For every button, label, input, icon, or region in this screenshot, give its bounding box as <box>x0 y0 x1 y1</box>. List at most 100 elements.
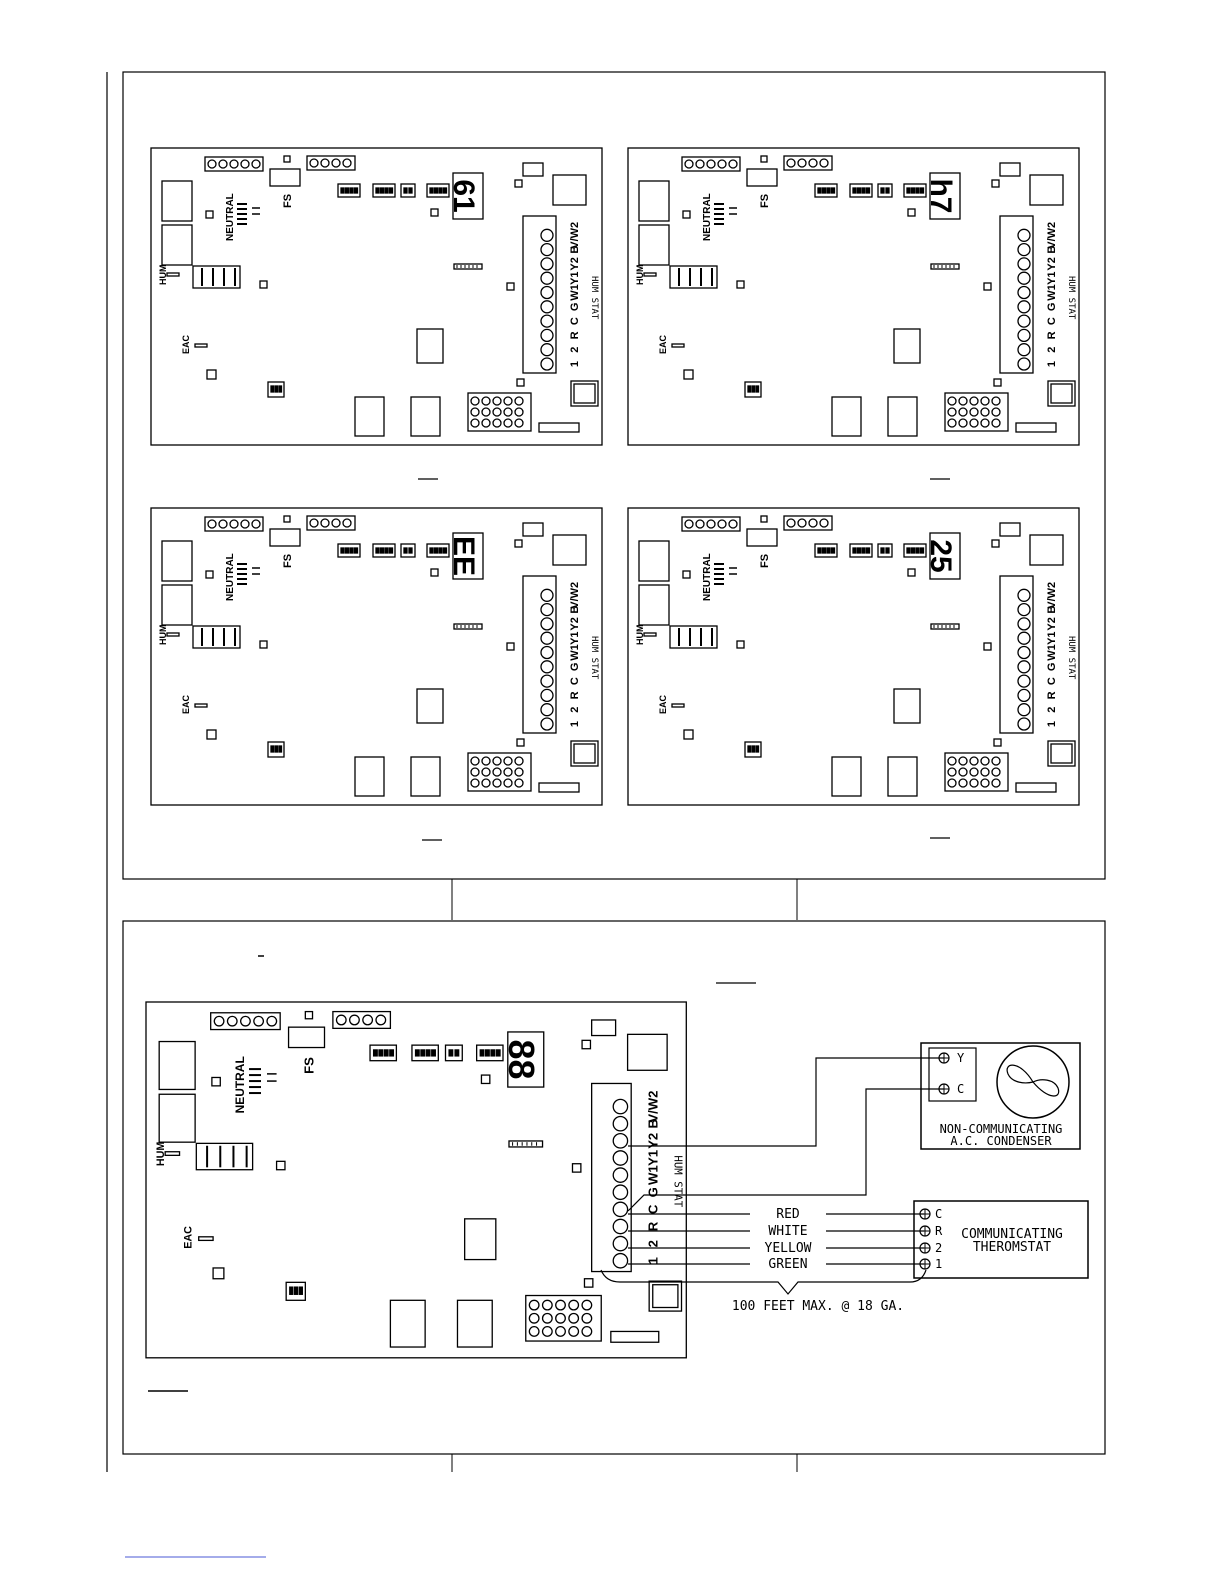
dip-switch-pin <box>919 187 925 194</box>
component-block <box>416 328 444 364</box>
test-pad <box>736 640 745 649</box>
molex-connector <box>467 752 532 792</box>
connector-4-pin <box>783 515 833 531</box>
molex-pin <box>991 396 1001 406</box>
molex-pin <box>492 767 502 777</box>
dip-switch-pin <box>479 1049 485 1057</box>
connector-pin <box>717 159 727 169</box>
molex-pin <box>481 418 491 428</box>
humstat-label: HUM STAT <box>589 276 599 320</box>
terminal-screw <box>1017 660 1031 674</box>
connector-pin <box>706 519 716 529</box>
terminal-label-2: R <box>569 691 581 699</box>
molex-pin <box>568 1326 580 1337</box>
condenser-terminal-block <box>928 1047 977 1102</box>
test-pad <box>506 282 515 291</box>
hum-terminal <box>166 632 180 637</box>
molex-pin <box>481 778 491 788</box>
terminal-label-7: Y2 <box>1046 257 1058 270</box>
wire-bundle-brace <box>600 1269 927 1295</box>
test-pad <box>683 369 694 380</box>
dip-switch-pin <box>274 385 279 393</box>
connector-pin <box>349 1014 360 1026</box>
eac-terminal <box>671 703 685 708</box>
test-pad <box>907 568 916 577</box>
dip-switch-pin <box>433 187 439 194</box>
terminal-label-7: Y2 <box>569 617 581 630</box>
dip-switch-pin <box>293 1286 299 1295</box>
rj-connector <box>570 740 599 767</box>
connector-pin <box>207 519 217 529</box>
humstat-label: HUM STAT <box>671 1155 684 1207</box>
molex-pin <box>470 756 480 766</box>
condenser-label-2: A.C. CONDENSER <box>950 1134 1052 1148</box>
dip-switch-pin <box>751 745 756 753</box>
molex-pin <box>991 407 1001 417</box>
molex-pin <box>492 778 502 788</box>
molex-pin <box>503 418 513 428</box>
status-display <box>929 532 961 580</box>
relay-hum <box>161 540 193 582</box>
molex-pin <box>991 778 1001 788</box>
dip-switch-3 <box>267 741 285 758</box>
dip-switch-pin <box>454 1049 460 1057</box>
wire-c-to-condenser-c <box>627 1088 944 1212</box>
dip-switch-pin <box>353 187 359 194</box>
molex-pin <box>969 767 979 777</box>
molex-pin <box>481 396 491 406</box>
dip-switch-pin <box>270 745 275 753</box>
test-pad <box>283 515 291 523</box>
dip-switch-pin <box>495 1049 501 1057</box>
rj-connector <box>1047 740 1076 767</box>
terminal-screw <box>612 1201 629 1218</box>
terminal-label-0: 1 <box>646 1257 661 1264</box>
connector-pin <box>342 158 352 168</box>
molex-pin <box>947 396 957 406</box>
terminal-label-6: Y1 <box>1046 631 1058 644</box>
terminal-label-5: W1 <box>569 644 581 661</box>
terminal-label-8: B <box>1046 246 1058 254</box>
thermostat-box <box>913 1200 1089 1279</box>
terminal-label-1: 2 <box>569 347 581 353</box>
wire-color-label: YELLOW <box>765 1241 812 1256</box>
connector-pin <box>309 158 319 168</box>
dip-switch-pin <box>817 547 822 554</box>
hum-label: HUM <box>158 625 168 646</box>
molex-pin <box>528 1326 540 1337</box>
wire-y1-to-condenser-y <box>628 1057 944 1147</box>
dip-switch-pin <box>852 187 857 194</box>
connector-pin <box>342 518 352 528</box>
fs-label: FS <box>282 194 294 208</box>
condenser-terminal-y-label: Y <box>957 1051 965 1065</box>
dip-switch-pin <box>340 187 345 194</box>
status-display-code: 88 <box>501 1040 542 1080</box>
connector-pin <box>253 1015 265 1027</box>
chip <box>930 623 960 630</box>
connector-pin <box>797 158 807 168</box>
connector-5-pin <box>204 156 264 172</box>
terminal-label-8: B <box>1046 606 1058 614</box>
dip-switch-pin <box>414 1049 420 1057</box>
test-pad <box>205 210 214 219</box>
dip-switch-pin <box>448 1049 454 1057</box>
fuse-holder <box>195 1142 254 1171</box>
molex-pin <box>991 767 1001 777</box>
connector-pin <box>251 519 261 529</box>
terminal-screw <box>540 674 554 688</box>
test-pad <box>571 1163 582 1173</box>
dip-switch-pin <box>856 187 862 194</box>
terminal-screw <box>540 703 554 717</box>
dip-switch-pin <box>751 385 756 393</box>
dip-switch-pin <box>429 547 434 554</box>
dip-switch-pin <box>278 745 283 753</box>
terminal-label-5: W1 <box>646 1165 661 1185</box>
dip-switch <box>411 1044 439 1062</box>
wire-color-label: GREEN <box>768 1257 807 1272</box>
connector-pin <box>218 519 228 529</box>
connector-pin <box>320 158 330 168</box>
connector-5-pin <box>681 156 741 172</box>
component-block <box>893 328 921 364</box>
condenser-unit: Y C NON-COMMUNICATING A.C. CONDENSER <box>920 1042 1081 1150</box>
neutral-label: NEUTRAL <box>225 193 236 241</box>
dip-switch-pin <box>344 187 350 194</box>
